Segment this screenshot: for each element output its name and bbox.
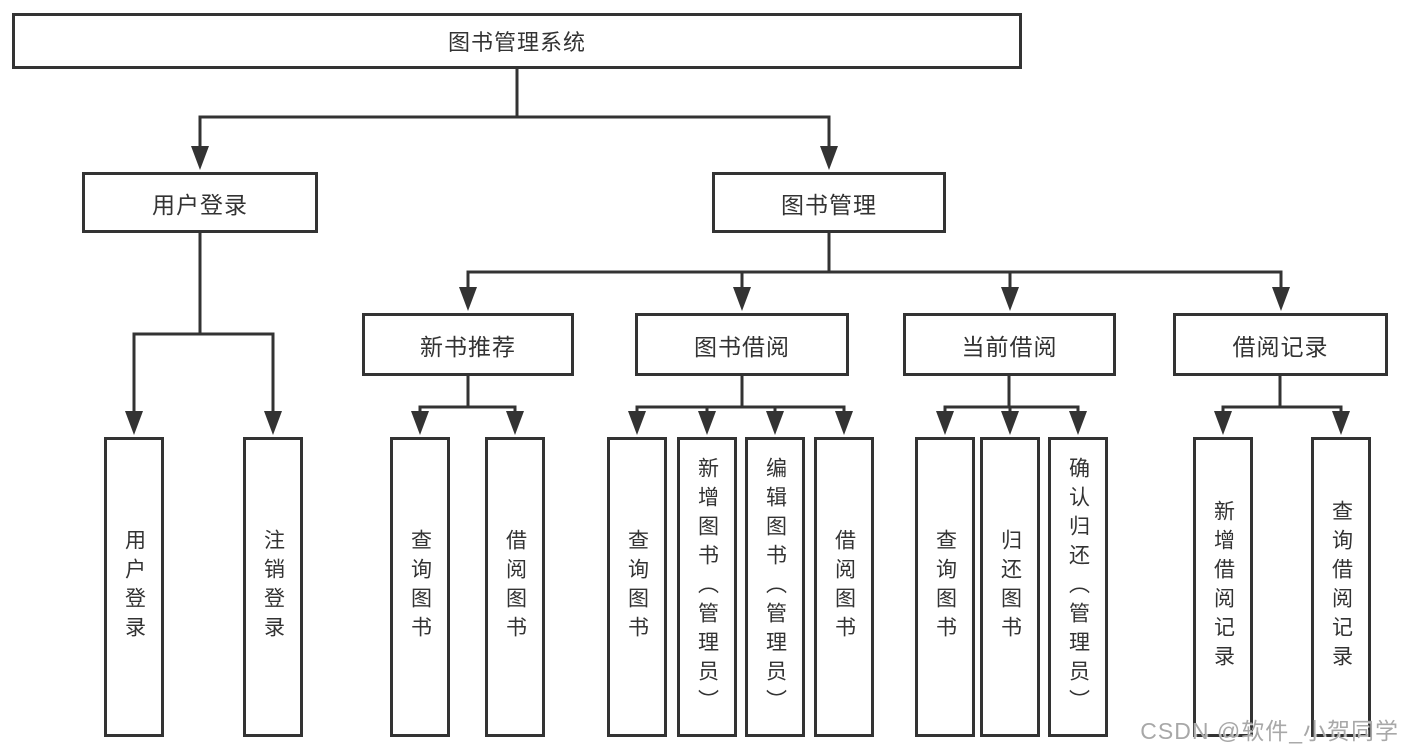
node-label: 确认归还（管理员）: [1066, 456, 1090, 718]
node-label: 图书管理: [781, 191, 877, 218]
leaf-confirm-return-admin: 确认归还（管理员）: [1048, 437, 1108, 737]
node-book-borrow: 图书借阅: [635, 313, 849, 376]
node-label: 借阅图书: [503, 529, 527, 645]
node-label: 用户登录: [122, 529, 146, 645]
leaf-query-book: 查询图书: [390, 437, 450, 737]
node-label: 查询图书: [933, 529, 957, 645]
node-current-borrow: 当前借阅: [903, 313, 1116, 376]
node-label: 新增图书（管理员）: [695, 456, 719, 718]
leaf-add-borrow-record: 新增借阅记录: [1193, 437, 1253, 737]
leaf-logout-login: 注销登录: [243, 437, 303, 737]
node-label: 借阅图书: [832, 529, 856, 645]
leaf-add-book-admin: 新增图书（管理员）: [677, 437, 737, 737]
node-label: 查询图书: [625, 529, 649, 645]
node-label: 编辑图书（管理员）: [763, 456, 787, 718]
leaf-query-book: 查询图书: [915, 437, 975, 737]
node-book-management: 图书管理: [712, 172, 946, 233]
leaf-user-login: 用户登录: [104, 437, 164, 737]
node-label: 图书管理系统: [447, 30, 586, 55]
node-label: 归还图书: [998, 529, 1022, 645]
leaf-return-book: 归还图书: [980, 437, 1040, 737]
leaf-borrow-book: 借阅图书: [814, 437, 874, 737]
node-label: 用户登录: [152, 191, 248, 218]
leaf-query-book: 查询图书: [607, 437, 667, 737]
node-borrow-records: 借阅记录: [1173, 313, 1388, 376]
leaf-borrow-book: 借阅图书: [485, 437, 545, 737]
node-library-management-system: 图书管理系统: [12, 13, 1022, 69]
node-label: 查询借阅记录: [1329, 500, 1353, 674]
node-label: 注销登录: [261, 529, 285, 645]
leaf-query-borrow-record: 查询借阅记录: [1311, 437, 1371, 737]
leaf-edit-book-admin: 编辑图书（管理员）: [745, 437, 805, 737]
node-user-login: 用户登录: [82, 172, 318, 233]
node-label: 当前借阅: [961, 333, 1058, 360]
csdn-watermark: CSDN @软件_小贺同学: [1140, 718, 1399, 744]
node-new-book-recommend: 新书推荐: [362, 313, 574, 376]
node-label: 查询图书: [408, 529, 432, 645]
node-label: 图书借阅: [694, 333, 790, 360]
node-label: 新增借阅记录: [1211, 500, 1235, 674]
node-label: 借阅记录: [1232, 333, 1329, 360]
node-label: 新书推荐: [420, 333, 516, 360]
